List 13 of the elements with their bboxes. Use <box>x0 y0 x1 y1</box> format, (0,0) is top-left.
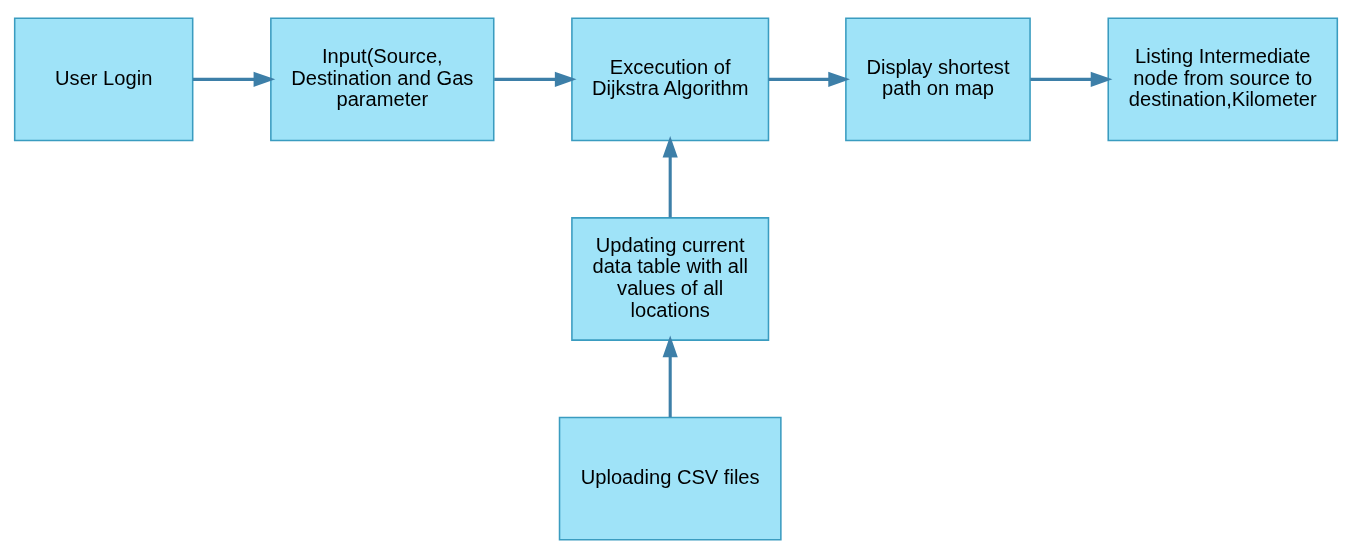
arrow <box>494 71 577 87</box>
node-box: Listing Intermediate node from source to destination,Kilometer <box>1107 17 1339 142</box>
node-box: Input(Source, Destination and Gas parameter <box>270 17 495 142</box>
node-box: Uploading CSV files <box>558 416 782 541</box>
arrow <box>662 335 678 418</box>
node-box: Updating current data table with all values of all locations <box>571 217 770 341</box>
node-box: User Login <box>13 17 194 142</box>
arrow <box>768 71 850 87</box>
arrow <box>1030 71 1113 87</box>
arrow <box>662 135 678 218</box>
node-box: Display shortest path on map <box>845 17 1031 142</box>
arrow <box>192 71 276 87</box>
node-box: Excecution of Dijkstra Algorithm <box>571 17 770 142</box>
